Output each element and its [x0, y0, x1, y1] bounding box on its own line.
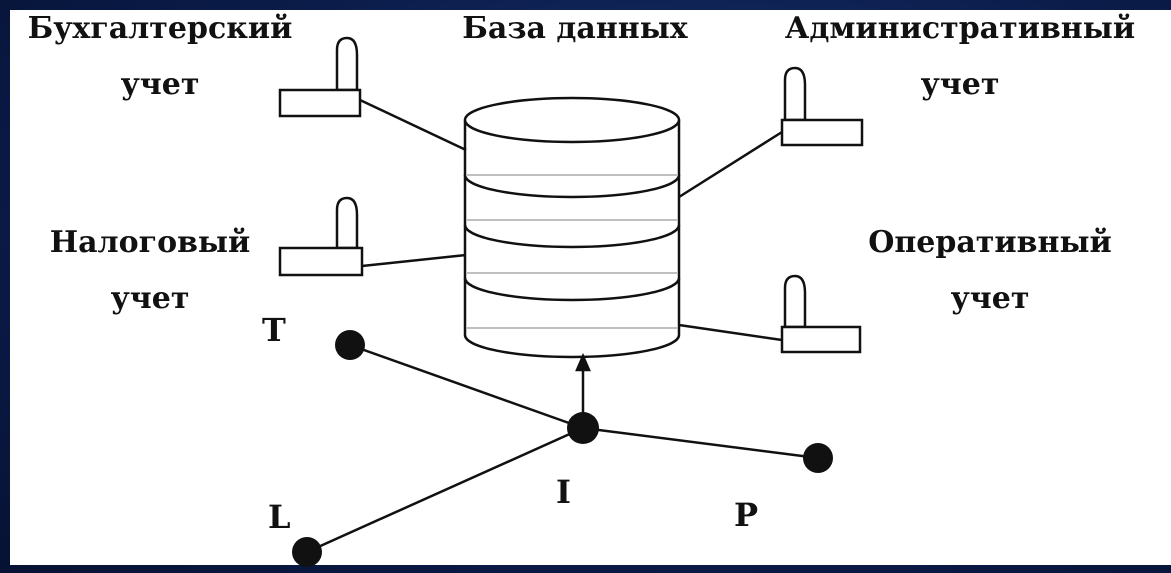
- label-administrative-line1: Административный: [784, 11, 1136, 46]
- terminal-tax-icon: [278, 196, 364, 277]
- label-tax-line2: учет: [110, 281, 190, 316]
- database-cylinder: [463, 96, 681, 359]
- node-i-label: I: [556, 473, 571, 511]
- node-p-label: P: [734, 496, 759, 534]
- node-l-dot: [292, 537, 322, 567]
- label-operational: Оперативный учет: [830, 226, 1150, 316]
- label-administrative: Административный учет: [755, 12, 1165, 102]
- label-accounting-line2: учет: [120, 67, 200, 102]
- node-links: [306, 343, 819, 554]
- terminal-operational-icon: [780, 274, 862, 354]
- label-tax: Налоговый учет: [20, 226, 280, 316]
- node-t-label: T: [262, 311, 286, 349]
- label-accounting-line1: Бухгалтерский: [27, 11, 293, 46]
- node-l-label: L: [268, 498, 291, 536]
- label-accounting: Бухгалтерский учет: [10, 12, 310, 102]
- node-p-dot: [803, 443, 833, 473]
- label-tax-line1: Налоговый: [49, 225, 251, 260]
- node-t-dot: [335, 330, 365, 360]
- label-operational-line1: Оперативный: [868, 225, 1112, 260]
- label-database: База данных: [462, 11, 688, 46]
- node-i-dot: [567, 412, 599, 444]
- label-administrative-line2: учет: [920, 67, 1000, 102]
- terminal-connectors: [359, 98, 783, 342]
- database-bands: [463, 174, 681, 302]
- terminal-accounting-icon: [278, 36, 362, 118]
- label-operational-line2: учет: [950, 281, 1030, 316]
- database-band-shading: [466, 174, 678, 329]
